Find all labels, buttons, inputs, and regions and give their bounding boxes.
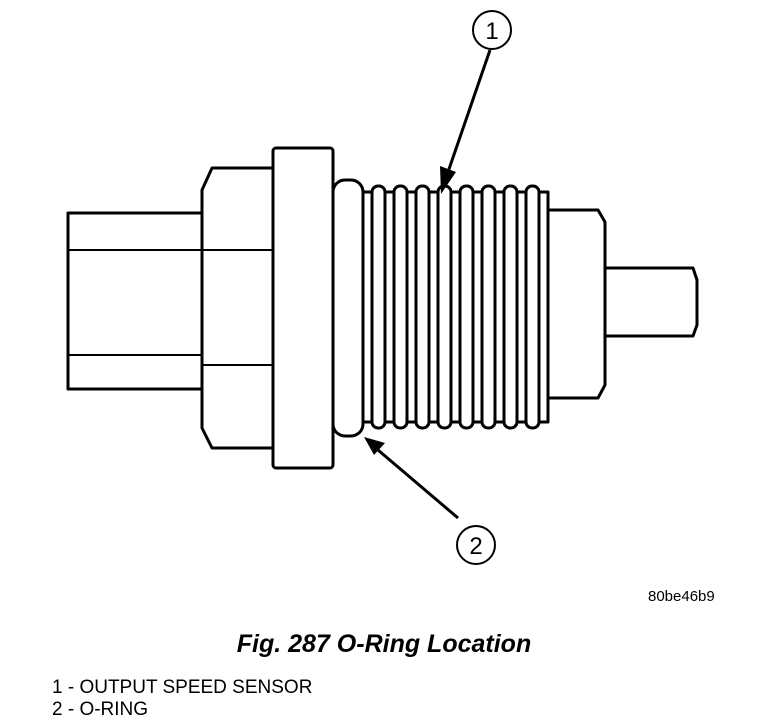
callout-2-leader	[364, 437, 459, 520]
callout-1: 1	[472, 10, 512, 50]
flange	[271, 146, 335, 470]
hex-section	[200, 166, 277, 450]
sensor-body	[546, 208, 607, 400]
legend: 1 - OUTPUT SPEED SENSOR 2 - O-RING	[52, 677, 312, 721]
figure-caption: Fig. 287 O-Ring Location	[236, 630, 532, 658]
legend-item-2: 2 - O-RING	[52, 699, 149, 720]
sensor-tip	[603, 266, 699, 338]
callout-2: 2	[456, 525, 496, 565]
legend-item-1: 1 - OUTPUT SPEED SENSOR	[52, 677, 313, 698]
callout-1-leader	[440, 49, 492, 194]
callout-1-number: 1	[485, 18, 498, 45]
threaded-section	[361, 184, 550, 430]
image-code: 80be46b9	[648, 588, 715, 605]
callout-2-number: 2	[469, 533, 482, 560]
connector-body	[66, 211, 210, 391]
o-ring	[331, 178, 365, 438]
output-speed-sensor-diagram: 1 2	[66, 10, 699, 565]
